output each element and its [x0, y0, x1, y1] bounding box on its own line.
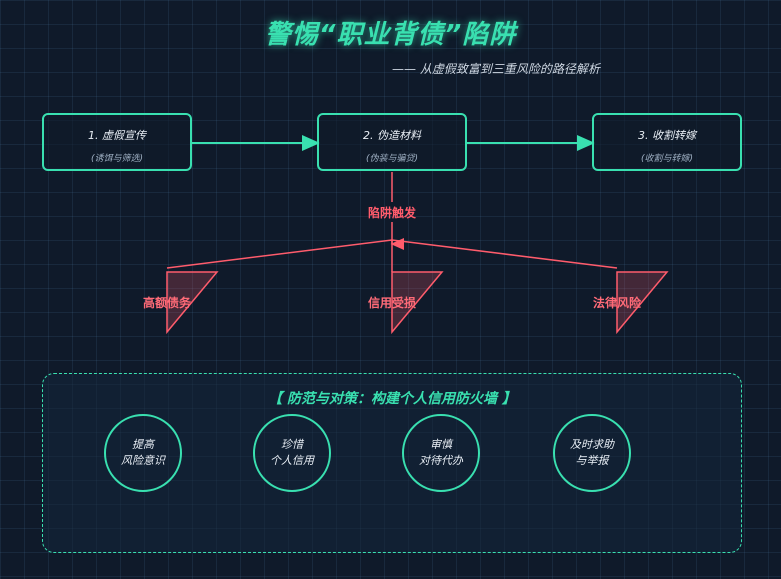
step-1-name: 1. 虚假宣传	[88, 129, 146, 142]
defense-item-1-line2: 风险意识	[121, 454, 165, 467]
defense-item-1-line1: 提高	[132, 438, 154, 451]
defense-title: 【 防范与对策：构建个人信用防火墙 】	[268, 391, 516, 407]
branch-left	[166, 239, 393, 269]
step-1-sub: (诱饵与筛选)	[90, 154, 144, 164]
risk-label-2: 信用受损	[367, 296, 416, 310]
risk-label-1: 高额债务	[142, 296, 191, 310]
defense-item-1: 提高 风险意识	[104, 414, 182, 492]
defense-item-2-line1: 珍惜	[281, 438, 303, 451]
defense-item-4-line2: 与举报	[575, 454, 609, 467]
defense-item-4-line1: 及时求助	[570, 438, 614, 451]
step-2-name: 2. 伪造材料	[363, 129, 421, 142]
step-1-box: 1. 虚假宣传 (诱饵与筛选)	[42, 113, 192, 171]
defense-item-3-line1: 审慎	[430, 438, 452, 451]
step-2-box: 2. 伪造材料 (伪装与骗贷)	[317, 113, 467, 171]
step-3-box: 3. 收割转嫁 (收割与转嫁)	[592, 113, 742, 171]
risk-label-3: 法律风险	[592, 296, 641, 310]
trigger-label: 陷阱触发	[367, 206, 416, 220]
page-subtitle: —— 从虚假致富到三重风险的路径解析	[392, 62, 600, 76]
defense-item-3: 审慎 对待代办	[402, 414, 480, 492]
branch-right	[391, 239, 618, 269]
step-2-sub: (伪装与骗贷)	[365, 154, 419, 164]
defense-item-4: 及时求助 与举报	[553, 414, 631, 492]
step-3-name: 3. 收割转嫁	[638, 129, 696, 142]
step-3-sub: (收割与转嫁)	[640, 154, 694, 164]
risk-marker-1	[166, 271, 219, 335]
defense-item-3-line2: 对待代办	[419, 454, 463, 467]
page-title: 警惕“职业背债”陷阱	[264, 20, 517, 50]
defense-item-2: 珍惜 个人信用	[253, 414, 331, 492]
defense-item-2-line2: 个人信用	[270, 454, 314, 467]
risk-marker-2	[391, 271, 444, 335]
risk-marker-3	[616, 271, 669, 335]
